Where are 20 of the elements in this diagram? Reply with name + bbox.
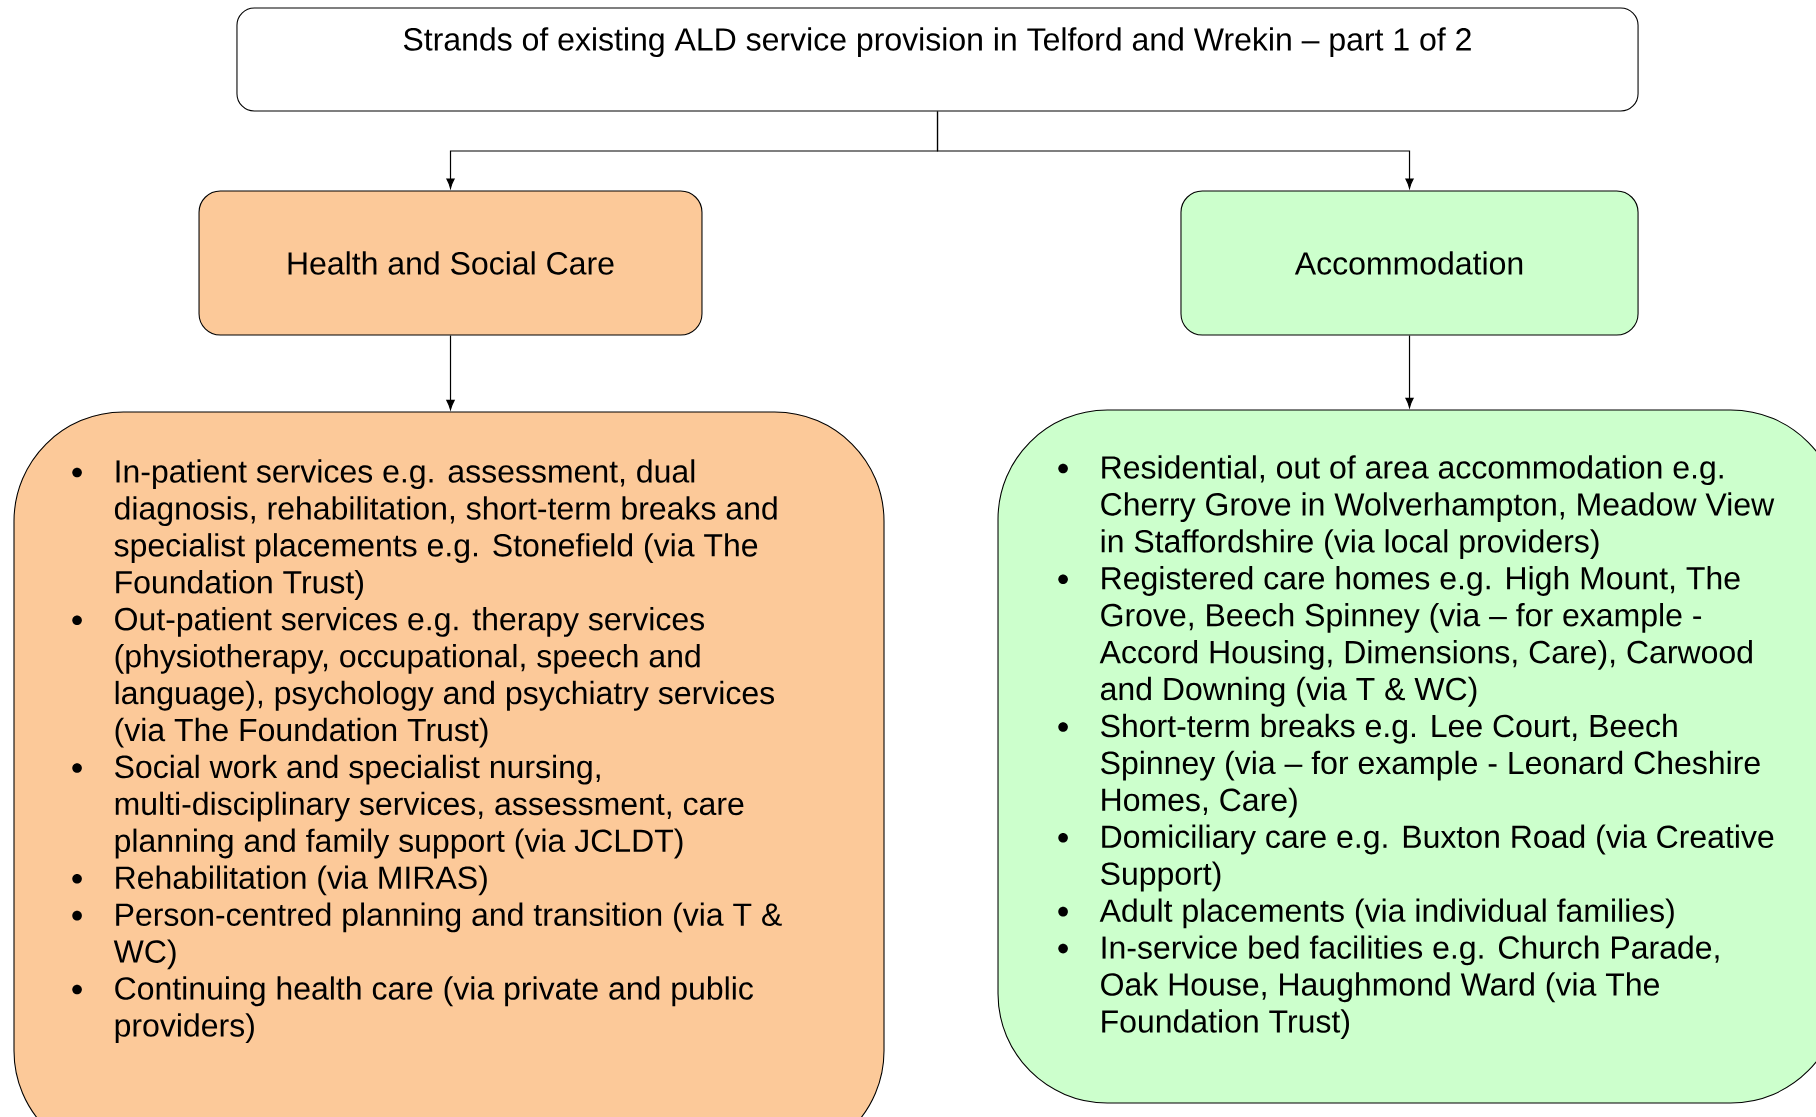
list-item: Short-term breaks e.g. Lee Court, Beech Spinney (via – for example - Leonard Cheshire Homes, Care) <box>1101 713 1760 818</box>
list-item: Rehabilitation (via MIRAS) <box>116 865 487 896</box>
arrow <box>1405 334 1414 408</box>
list-box <box>13 411 885 1117</box>
list-item: Social work and specialist nursing, multi-disciplinary services, assessment, care planning and family support (via JCLDT) <box>115 754 744 859</box>
list-item: Adult placements (via individual families) <box>1099 898 1674 929</box>
list-item: Registered care homes e.g. High Mount, The Grove, Beech Spinney (via – for example - Accord Housing, Dimensions, Care), Carwood and Downing (via T & WC) <box>1099 566 1752 707</box>
category-box: Health and Social Care <box>198 190 703 336</box>
list-item: Domiciliary care e.g. Buxton Road (via Creative Support) <box>1101 824 1774 892</box>
list-item: Continuing health care (via private and public providers) <box>115 976 753 1044</box>
list-item: Residential, out of area accommodation e.g. Cherry Grove in Wolverhampton, Meadow View in Staffordshire (via local providers) <box>1101 455 1775 559</box>
list-item: In-patient services e.g. assessment, dual diagnosis, rehabilitation, short-term breaks and specialist placements e.g. Stonefield (via The Foundation Trust) <box>114 459 777 600</box>
list-item: Out-patient services e.g. therapy services (physiotherapy, occupational, speech and language), psychology and psychiatry services (via The Foundation Trust) <box>115 607 774 748</box>
title-box: Strands of existing ALD service provision in Telford and Wrekin – part 1 of 2 <box>236 7 1639 112</box>
list-item: In-service bed facilities e.g. Church Parade, Oak House, Haughmond Ward (via The Foundation Trust) <box>1101 935 1719 1040</box>
list-item: Person-centred planning and transition (via T & WC) <box>113 902 782 970</box>
arrow <box>446 334 455 410</box>
list-box <box>997 409 1816 1104</box>
arrow <box>936 110 1414 189</box>
category-box: Accommodation <box>1180 190 1639 336</box>
